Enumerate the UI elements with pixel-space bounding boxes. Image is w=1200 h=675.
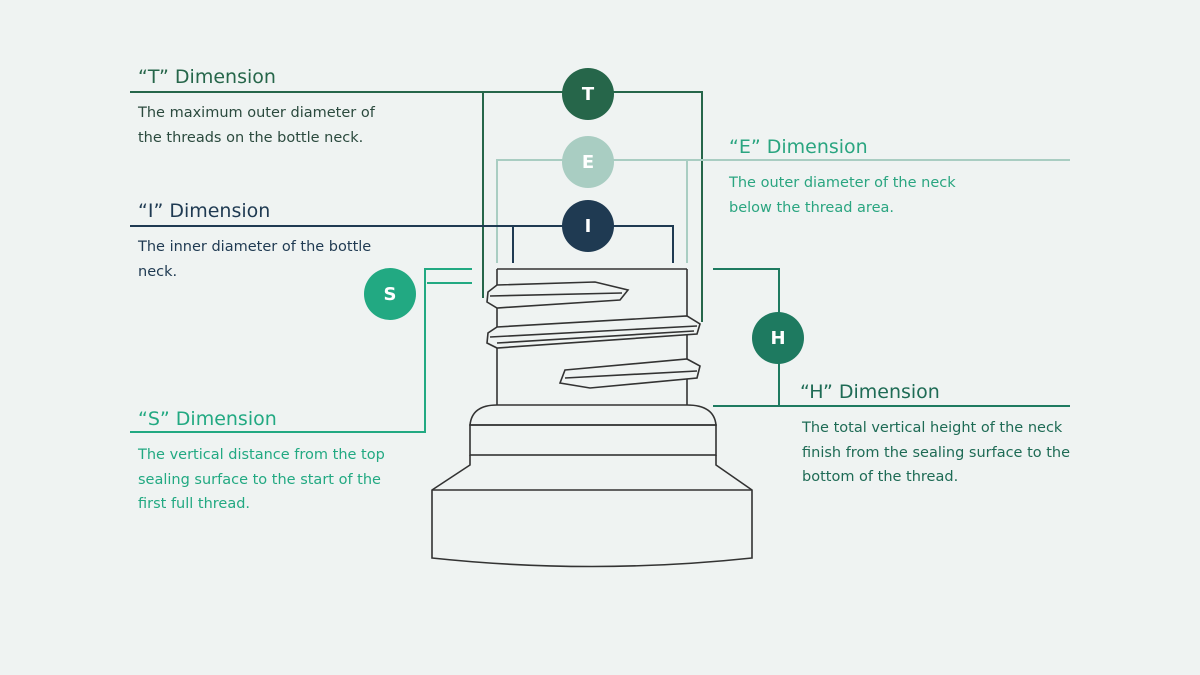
s-heading: “S” Dimension [138, 408, 277, 430]
i-heading: “I” Dimension [138, 200, 271, 222]
h-heading: “H” Dimension [800, 381, 940, 403]
s-lines [130, 268, 472, 433]
t-heading: “T” Dimension [138, 66, 276, 88]
i-lines [130, 225, 674, 263]
i-description: The inner diameter of the bottle neck. [138, 239, 372, 280]
e-description: The outer diameter of the neck below the… [729, 175, 956, 216]
bottle-neck-drawing [431, 268, 753, 568]
t-description: The maximum outer diameter of the thread… [138, 105, 375, 146]
h-description: The total vertical height of the neck fi… [802, 420, 1071, 485]
e-badge: E [562, 136, 614, 188]
t-lines [130, 91, 703, 322]
t-badge: T [562, 68, 614, 120]
h-badge: H [752, 312, 804, 364]
s-badge: S [364, 268, 416, 320]
e-heading: “E” Dimension [729, 136, 868, 158]
s-description: The vertical distance from the top seali… [138, 447, 385, 512]
i-badge: I [562, 200, 614, 252]
e-lines [496, 159, 1070, 263]
